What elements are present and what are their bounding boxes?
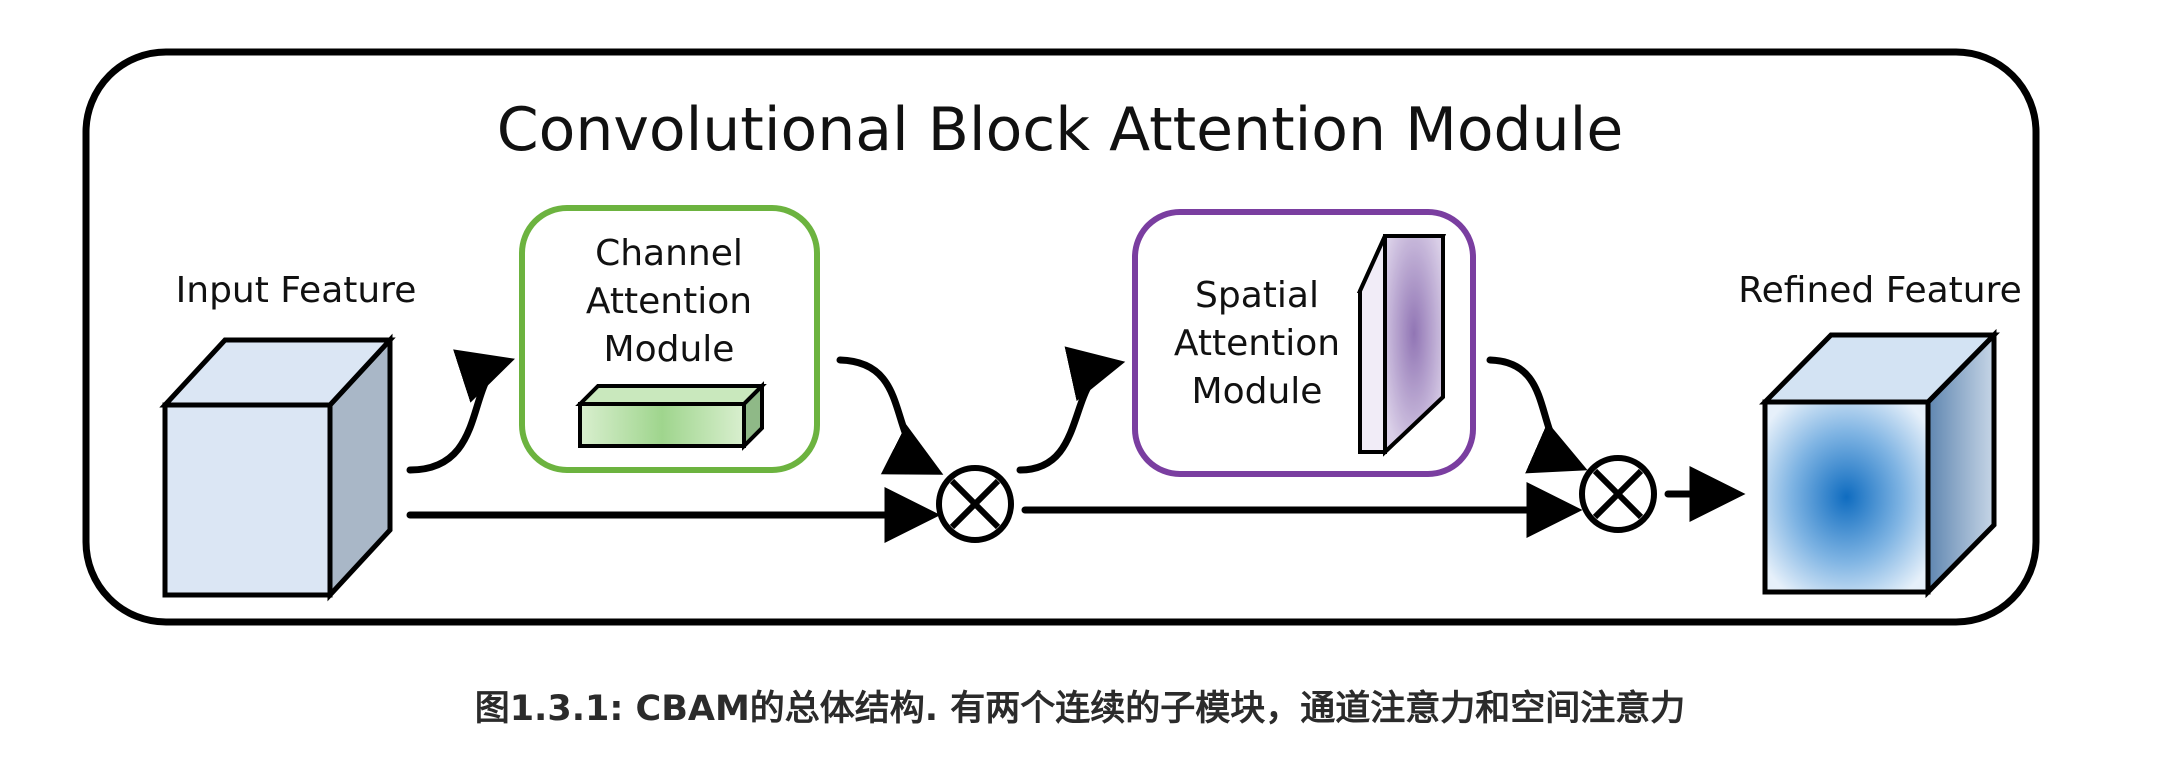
channel-module-line1: Channel [595, 233, 743, 274]
channel-module-line2: Attention [586, 281, 752, 322]
refined-feature-cube [1759, 328, 2000, 599]
channel-module-line3: Module [604, 329, 735, 370]
refined-feature-label: Refined Feature [1738, 270, 2022, 311]
multiply-operator-2 [1579, 455, 1657, 533]
figure-caption: 图1.3.1: CBAM的总体结构. 有两个连续的子模块，通道注意力和空间注意力 [474, 689, 1686, 729]
spatial-module-line2: Attention [1174, 323, 1340, 364]
diagram-title: Convolutional Block Attention Module [497, 95, 1624, 165]
multiply-operator-1 [936, 465, 1014, 543]
arrow-input-to-channel [406, 349, 515, 474]
arrow-spatial-to-multiply-2 [1486, 356, 1588, 474]
channel-attention-bar [575, 381, 767, 451]
outer-frame [82, 48, 2040, 626]
input-feature-label: Input Feature [176, 270, 417, 311]
spatial-attention-map [1356, 234, 1447, 457]
arrow-channel-to-multiply-1 [836, 356, 944, 475]
arrow-multiply-1-to-spatial [1016, 346, 1126, 474]
spatial-module-line1: Spatial [1195, 275, 1319, 316]
spatial-module-line3: Module [1192, 371, 1323, 412]
input-feature-cube [159, 333, 396, 602]
